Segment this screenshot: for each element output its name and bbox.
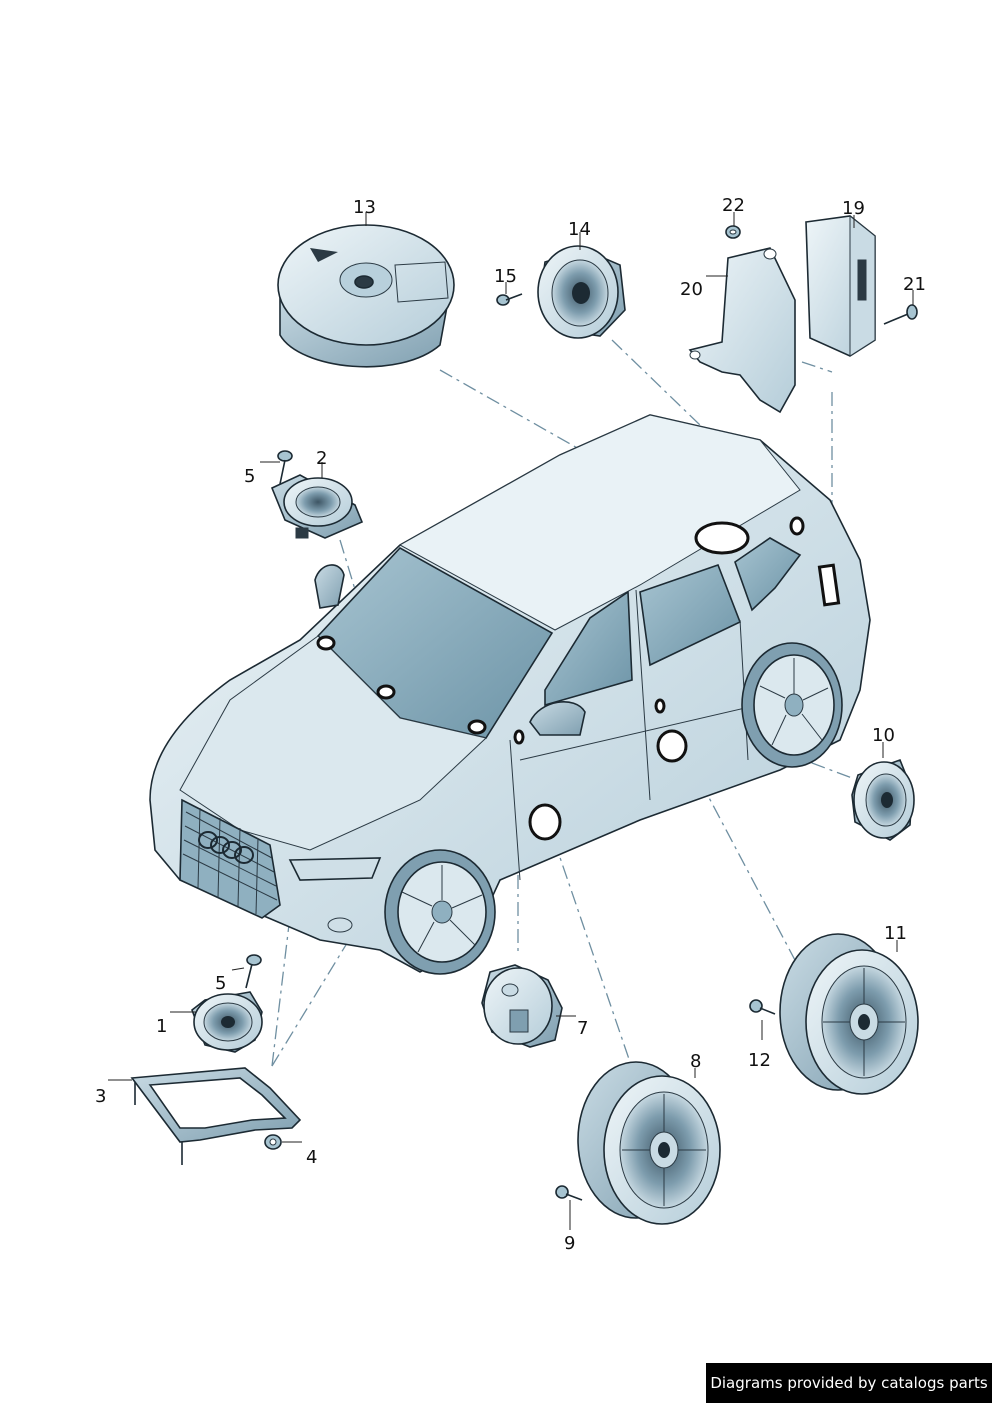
callout-1: 1 (156, 1016, 167, 1037)
credit-banner: Diagrams provided by catalogs parts (706, 1363, 992, 1403)
front-wheel (384, 849, 496, 975)
fog-light (327, 917, 353, 933)
callout-10: 10 (872, 725, 895, 746)
hood (179, 635, 488, 851)
part-21-screw (883, 304, 918, 325)
part-13-subwoofer (277, 224, 455, 368)
part-20-bracket (688, 247, 796, 414)
part-1-speaker (191, 991, 263, 1053)
callout-13: 13 (353, 197, 376, 218)
callout-15: 15 (494, 266, 517, 287)
part-14-speaker (537, 245, 626, 339)
part-5-screw-bottom (245, 954, 262, 989)
part-10-speaker (851, 758, 915, 841)
location-markers (316, 516, 841, 841)
part-7-speaker (481, 964, 563, 1048)
callout-2: 2 (316, 448, 327, 469)
rear-wheel (741, 642, 843, 768)
callout-4: 4 (306, 1147, 317, 1168)
left-mirror (314, 564, 345, 609)
vehicle-body (149, 414, 871, 975)
callout-labels: 13 14 15 22 19 20 21 2 5 10 11 5 1 7 8 3… (95, 195, 926, 1254)
part-4-nut (264, 1134, 282, 1150)
part-22-nut (725, 225, 741, 239)
callout-8: 8 (690, 1051, 701, 1072)
headlight (288, 857, 382, 881)
grille-bars (182, 807, 278, 915)
part-2-tweeter (270, 474, 364, 539)
front-door-window (544, 590, 633, 707)
door-seams (509, 589, 781, 881)
front-grille (179, 798, 281, 919)
part-15-screw (496, 293, 523, 306)
side-mirror (529, 701, 586, 736)
callout-21: 21 (903, 274, 926, 295)
callout-11: 11 (884, 923, 907, 944)
callout-leaders (108, 212, 914, 1230)
callout-9: 9 (564, 1233, 575, 1254)
part-11-woofer (779, 933, 919, 1095)
callout-7: 7 (577, 1018, 588, 1039)
part-19-control-unit (805, 214, 876, 357)
callout-5-top: 5 (244, 466, 255, 487)
brand-rings-icon (198, 831, 254, 864)
callout-19: 19 (842, 198, 865, 219)
part-8-woofer (577, 1061, 721, 1225)
callout-22: 22 (722, 195, 745, 216)
quarter-window (734, 537, 802, 612)
callout-3: 3 (95, 1086, 106, 1107)
callout-20: 20 (680, 279, 703, 300)
arrow-mark-icon (310, 248, 338, 262)
callout-14: 14 (568, 219, 591, 240)
roof (398, 414, 801, 631)
callout-5-bottom: 5 (215, 973, 226, 994)
part-9-screw (555, 1185, 583, 1201)
callout-12: 12 (748, 1050, 771, 1071)
part-12-screw (749, 999, 776, 1015)
part-3-mounting-frame (130, 1067, 302, 1165)
part-5-screw-top (277, 450, 293, 485)
